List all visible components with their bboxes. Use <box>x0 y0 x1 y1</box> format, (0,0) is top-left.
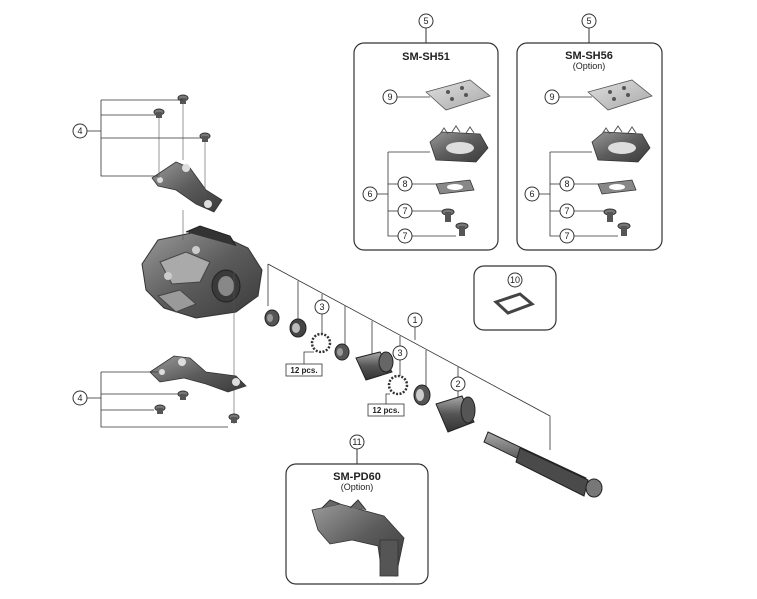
callout-7: 7 <box>559 203 575 219</box>
svg-text:11: 11 <box>352 437 361 447</box>
svg-text:7: 7 <box>564 231 569 241</box>
svg-text:7: 7 <box>402 206 407 216</box>
qty-label: 12 pcs. <box>285 363 323 377</box>
seal-ring <box>493 292 535 315</box>
svg-text:3: 3 <box>397 348 402 358</box>
ball-retainer <box>387 374 409 396</box>
callout-4: 4 <box>72 390 88 406</box>
callout-9: 9 <box>544 89 560 105</box>
callout-8: 8 <box>397 176 413 192</box>
svg-text:7: 7 <box>564 206 569 216</box>
cage-screw <box>153 108 165 118</box>
lower-cage-plate <box>149 355 247 393</box>
sm-pd60-box: 11 SM-PD60 (Option) <box>285 434 429 585</box>
cleat-plate <box>587 79 653 111</box>
bushing <box>289 318 307 338</box>
svg-text:7: 7 <box>402 231 407 241</box>
axle-nut <box>435 395 476 433</box>
svg-text:10: 10 <box>510 275 520 285</box>
svg-text:4: 4 <box>77 393 82 403</box>
svg-text:6: 6 <box>367 189 372 199</box>
svg-text:5: 5 <box>423 16 428 26</box>
cleat-body <box>591 125 651 163</box>
sm-sh56-title: SM-SH56 <box>565 50 613 62</box>
callout-3: 3 <box>392 345 408 361</box>
callout-10: 10 <box>507 272 523 288</box>
svg-text:12 pcs.: 12 pcs. <box>372 406 399 415</box>
bearing <box>264 309 280 327</box>
lock-ring <box>413 384 431 406</box>
callout-8: 8 <box>559 176 575 192</box>
callout-4: 4 <box>72 123 88 139</box>
cage-screw <box>154 404 166 414</box>
svg-text:8: 8 <box>564 179 569 189</box>
cage-screw <box>177 94 189 104</box>
svg-text:3: 3 <box>319 302 324 312</box>
sm-sh51-box: 5 SM-SH51 <box>353 13 499 251</box>
cage-screw <box>177 390 189 400</box>
part-10-box: 10 <box>473 265 557 331</box>
upper-cage-plate <box>151 161 223 213</box>
callout-5-sh56: 5 <box>581 13 597 29</box>
svg-text:4: 4 <box>77 126 82 136</box>
cage-screw <box>199 132 211 142</box>
callout-7: 7 <box>397 203 413 219</box>
cleat-washer <box>435 179 475 195</box>
cleat-plate <box>425 79 491 111</box>
axle-spindle <box>483 431 603 498</box>
callout-6: 6 <box>362 186 378 202</box>
cleat-body <box>429 125 489 163</box>
callout-6: 6 <box>524 186 540 202</box>
callout-3: 3 <box>314 299 330 315</box>
svg-text:2: 2 <box>455 379 460 389</box>
cage-screw <box>228 413 240 423</box>
ball-retainer <box>310 332 332 354</box>
cleat-washer <box>597 179 637 195</box>
callout-9: 9 <box>382 89 398 105</box>
qty-label: 12 pcs. <box>367 403 405 417</box>
callout-2: 2 <box>450 376 466 392</box>
sm-sh56-box: 5 SM-SH56 (Option) <box>516 13 663 251</box>
svg-text:9: 9 <box>387 92 392 102</box>
cleat-bolt <box>603 208 617 222</box>
callout-7: 7 <box>559 228 575 244</box>
svg-text:5: 5 <box>586 16 591 26</box>
callout-7: 7 <box>397 228 413 244</box>
sleeve <box>355 351 394 381</box>
svg-text:12 pcs.: 12 pcs. <box>290 366 317 375</box>
pedal-body <box>141 225 263 319</box>
svg-text:1: 1 <box>412 315 417 325</box>
svg-text:8: 8 <box>402 179 407 189</box>
callout-1: 1 <box>407 312 423 328</box>
sm-sh51-title: SM-SH51 <box>402 51 450 63</box>
cleat-bolt <box>441 208 455 222</box>
svg-text:9: 9 <box>549 92 554 102</box>
sm-pd60-title: SM-PD60 <box>333 471 381 483</box>
callout-11: 11 <box>349 434 365 450</box>
cleat-bolt <box>455 222 469 236</box>
pedal-adapter <box>311 499 405 577</box>
sm-sh56-subtitle: (Option) <box>573 61 606 71</box>
svg-text:6: 6 <box>529 189 534 199</box>
cleat-bolt <box>617 222 631 236</box>
callout-5-sh51: 5 <box>418 13 434 29</box>
sm-pd60-subtitle: (Option) <box>341 482 374 492</box>
cone-nut <box>334 343 350 361</box>
